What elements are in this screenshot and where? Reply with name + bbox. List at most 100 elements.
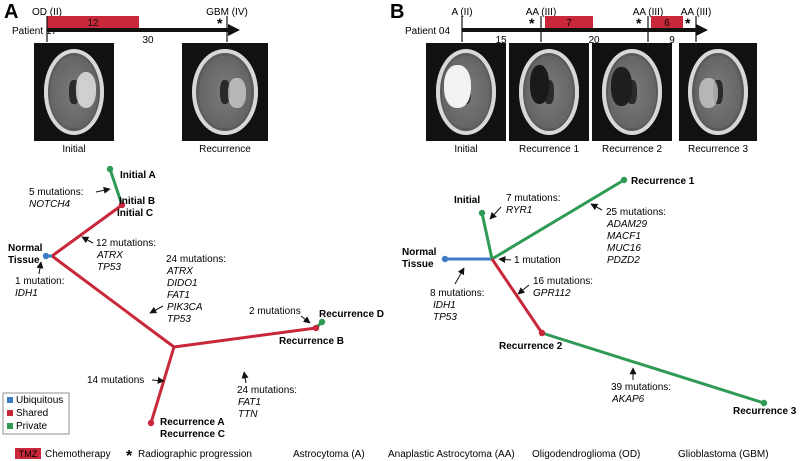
scan-caption-b-0: Initial (454, 144, 477, 155)
label-a-normal-2: Tissue (8, 255, 40, 266)
node-b-normal (441, 255, 449, 263)
label-b-initial: Initial (454, 195, 480, 206)
scan-caption-b-1: Recurrence 1 (519, 144, 579, 155)
ann-a-3-gene-2: FAT1 (167, 290, 190, 301)
ann-a-3-gene-3: PIK3CA (167, 302, 203, 313)
mri-scan-recurrence-1 (509, 43, 589, 141)
ann-b-0-count: 7 mutations: (506, 193, 560, 204)
edge-b-hub-rec2 (490, 258, 544, 334)
footer-chemotherapy: Chemotherapy (45, 449, 111, 460)
mri-scan-initial-a (34, 43, 114, 141)
mri-scan-initial-b (426, 43, 506, 141)
ann-a-3-gene-0: ATRX (166, 266, 193, 277)
node-a-recurrence-ac (147, 419, 155, 427)
ann-a-1-count: 12 mutations: (96, 238, 156, 249)
footer-star: * (126, 448, 133, 461)
panel-letter-b: B (390, 1, 404, 23)
ann-b-1-count: 25 mutations: (606, 207, 666, 218)
edge-a-normal-hub (51, 254, 175, 349)
event-label-a-0: OD (II) (32, 7, 62, 18)
legend-label-private: Private (16, 421, 48, 432)
edge-a-hub-recac (149, 346, 176, 424)
ann-a-0-gene-0: NOTCH4 (29, 199, 71, 210)
ann-b-3-count: 16 mutations: (533, 276, 593, 287)
ann-b-5-gene-0: AKAP6 (611, 394, 645, 405)
ann-a-3-gene-4: TP53 (167, 314, 191, 325)
ann-b-1-gene-3: PDZD2 (607, 255, 640, 266)
ann-b-2-count: 1 mutation (514, 255, 561, 266)
ann-b-4-count: 8 mutations: (430, 288, 484, 299)
ann-b-1-gene-1: MACF1 (607, 231, 641, 242)
label-a-initial-b: Initial B (119, 196, 155, 207)
tmz-months-b-1: 6 (664, 18, 670, 29)
node-b-recurrence-2 (538, 329, 546, 337)
legend-swatch-private (7, 423, 13, 429)
ann-a-6-count: 14 mutations (87, 375, 144, 386)
edge-b-hub-rec1 (491, 178, 625, 261)
scan-caption-a-0: Initial (62, 144, 85, 155)
label-a-recurrence-b: Recurrence B (279, 336, 344, 347)
event-label-b-3: AA (III) (681, 7, 712, 18)
panel-letter-a: A (4, 1, 18, 23)
node-a-initial-a (106, 165, 114, 173)
ann-a-2-count: 1 mutation: (15, 276, 64, 287)
label-b-normal-1: Normal (402, 247, 437, 258)
label-a-recurrence-a: Recurrence A (160, 417, 225, 428)
scan-caption-a-1: Recurrence (199, 144, 251, 155)
progression-star-b-1: * (636, 15, 642, 31)
ann-b-4-gene-0: IDH1 (433, 300, 456, 311)
ann-a-3-count: 24 mutations: (166, 254, 226, 265)
node-a-normal (42, 252, 50, 260)
edge-a-hub-recb (173, 326, 317, 349)
footer-abbr-0: Astrocytoma (A) (293, 449, 365, 460)
label-b-recurrence-1: Recurrence 1 (631, 176, 695, 187)
legend-swatch-ubiquitous (7, 397, 13, 403)
progression-star-b-0: * (529, 15, 535, 31)
event-label-b-2: AA (III) (633, 7, 664, 18)
ann-b-3-gene-0: GPR112 (533, 288, 571, 299)
legend-label-shared: Shared (16, 408, 48, 419)
footer-abbr-1: Anaplastic Astrocytoma (AA) (388, 449, 515, 460)
interval-a: 30 (142, 35, 154, 46)
ann-a-1-gene-0: ATRX (96, 250, 123, 261)
node-b-initial (478, 209, 486, 217)
label-a-recurrence-c: Recurrence C (160, 429, 225, 440)
legend-swatch-shared (7, 410, 13, 416)
tmz-bar-b-1 (651, 16, 683, 28)
edge-b-rec2-rec3 (541, 331, 765, 405)
edge-b-hub-initial (480, 212, 494, 260)
label-a-normal-1: Normal (8, 243, 43, 254)
ann-b-5-count: 39 mutations: (611, 382, 671, 393)
ann-b-1-gene-2: MUC16 (607, 243, 641, 254)
mri-scan-recurrence-3 (679, 43, 757, 141)
mri-scan-recurrence-a (182, 43, 268, 141)
ann-a-4-count: 2 mutations (249, 306, 301, 317)
ann-a-0-count: 5 mutations: (29, 187, 83, 198)
event-label-b-1: AA (III) (526, 7, 557, 18)
mri-scan-recurrence-2 (592, 43, 672, 141)
ann-b-4-gene-1: TP53 (433, 312, 457, 323)
tmz-bar-a (47, 16, 139, 28)
label-a-initial-c: Initial C (117, 208, 153, 219)
edge-a-normal-initbc (51, 203, 123, 258)
scan-caption-b-3: Recurrence 3 (688, 144, 748, 155)
patient-label-b: Patient 04 (405, 26, 450, 37)
legend-label-ubiquitous: Ubiquitous (16, 395, 63, 406)
node-a-recurrence-b (312, 324, 320, 332)
ann-a-2-gene-0: IDH1 (15, 288, 38, 299)
label-a-recurrence-d: Recurrence D (319, 309, 384, 320)
event-label-a-1: GBM (IV) (206, 7, 248, 18)
tmz-bar-b-0 (545, 16, 593, 28)
ann-a-5-count: 24 mutations: (237, 385, 297, 396)
progression-star-a: * (217, 15, 223, 31)
node-b-recurrence-3 (760, 399, 768, 407)
footer-tmz-label: TMZ (19, 449, 38, 459)
interval-b-1: 20 (588, 35, 600, 46)
progression-star-b-2: * (685, 15, 691, 31)
interval-b-0: 15 (495, 35, 507, 46)
node-a-initial-bc (118, 201, 126, 209)
edge-a-initbc-inita (108, 168, 124, 206)
ann-a-3-gene-1: DIDO1 (167, 278, 198, 289)
